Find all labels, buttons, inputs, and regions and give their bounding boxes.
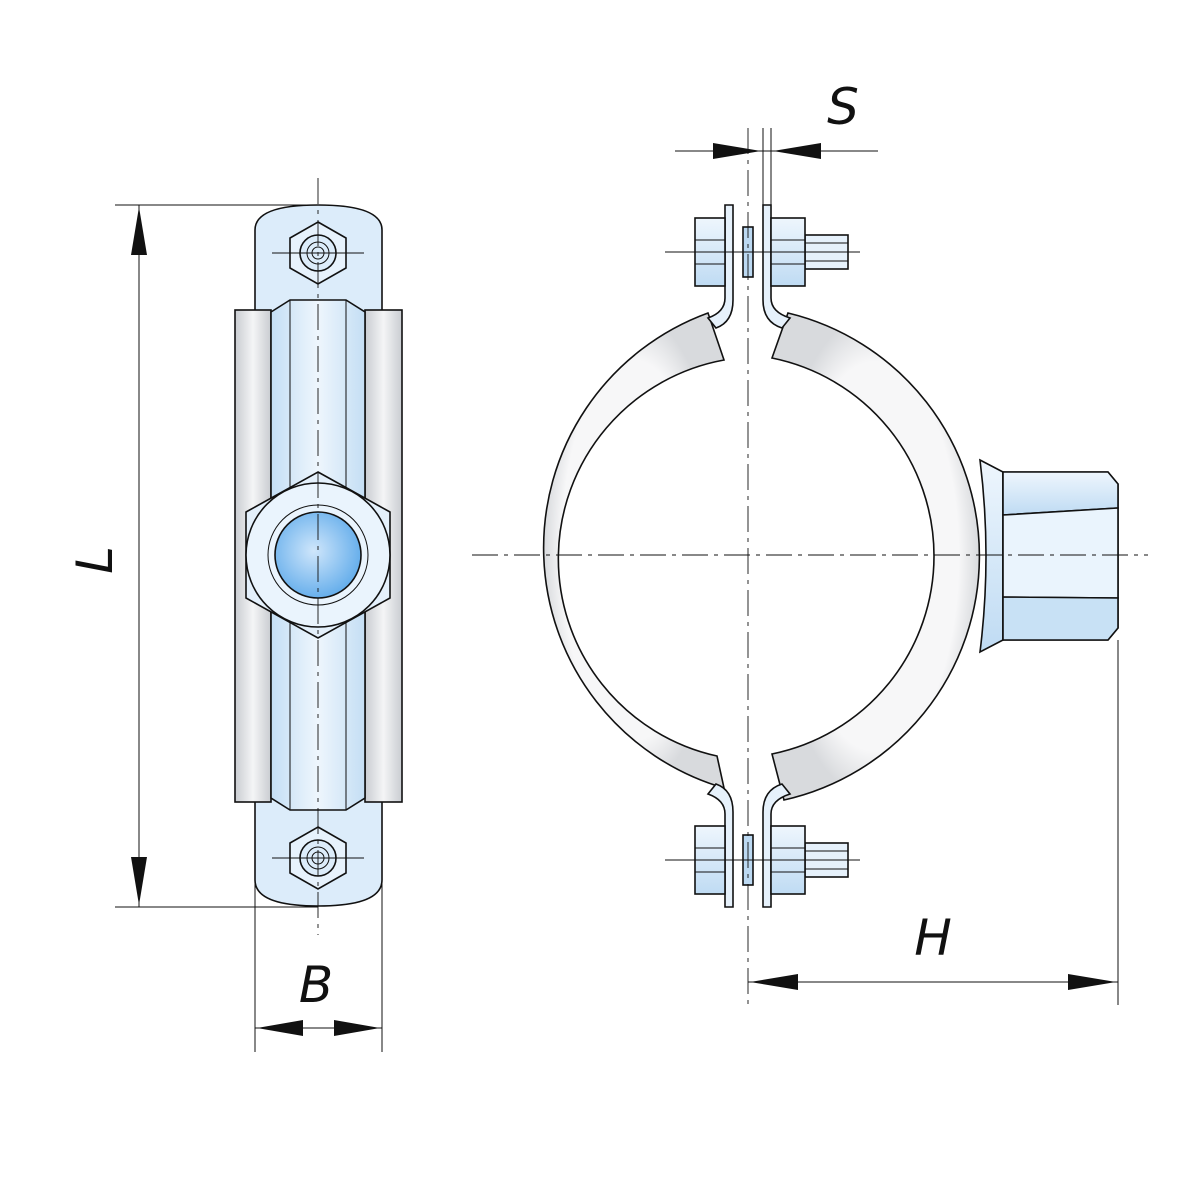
dimension-S-label: S — [827, 78, 859, 136]
dimension-L-label: L — [66, 546, 124, 574]
ear-tab-top-left — [706, 204, 734, 329]
clamp-ring-left — [542, 311, 726, 790]
threaded-boss — [979, 458, 1119, 654]
dimension-H: H — [748, 640, 1119, 1005]
dimension-B: B — [254, 880, 383, 1052]
dimension-L: L — [66, 204, 318, 908]
dimension-S: S — [675, 78, 878, 205]
ear-tab-bottom-left — [706, 783, 734, 908]
clamp-ring-right — [770, 312, 981, 801]
dimension-B-label: B — [299, 956, 333, 1014]
ear-tab-top-right — [762, 204, 792, 329]
side-view — [234, 178, 403, 935]
ear-tab-bottom-right — [762, 783, 792, 908]
front-view — [472, 128, 1148, 1005]
dimension-H-label: H — [914, 909, 952, 967]
